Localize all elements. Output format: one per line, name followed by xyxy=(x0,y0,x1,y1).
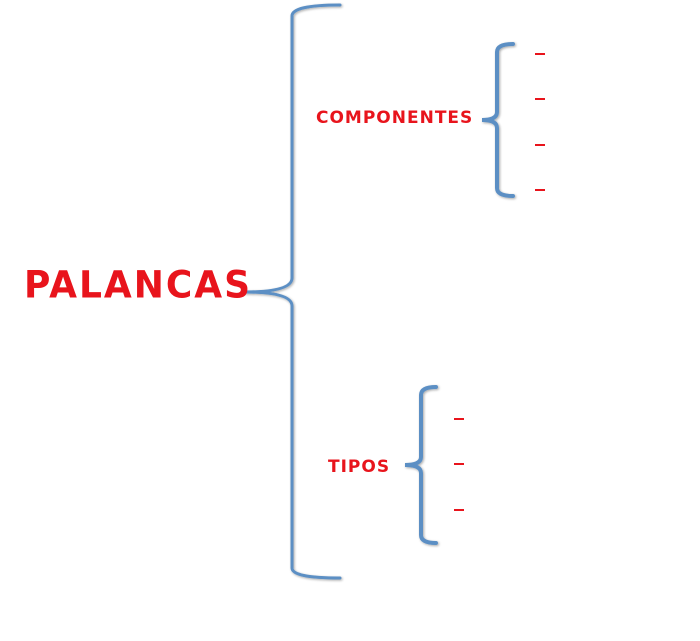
componentes-item-dash xyxy=(535,53,545,55)
componentes-item-dash xyxy=(535,144,545,146)
tipos-bracket xyxy=(404,385,438,545)
tipos-item-dash xyxy=(454,463,464,465)
main-bracket xyxy=(243,3,342,580)
componentes-bracket xyxy=(481,42,515,198)
tipos-label: TIPOS xyxy=(328,457,391,477)
tipos-item-dash xyxy=(454,509,464,511)
root-label: PALANCAS xyxy=(24,263,253,307)
componentes-item-dash xyxy=(535,189,545,191)
tipos-item-dash xyxy=(454,418,464,420)
componentes-label: COMPONENTES xyxy=(316,108,474,128)
componentes-item-dash xyxy=(535,98,545,100)
